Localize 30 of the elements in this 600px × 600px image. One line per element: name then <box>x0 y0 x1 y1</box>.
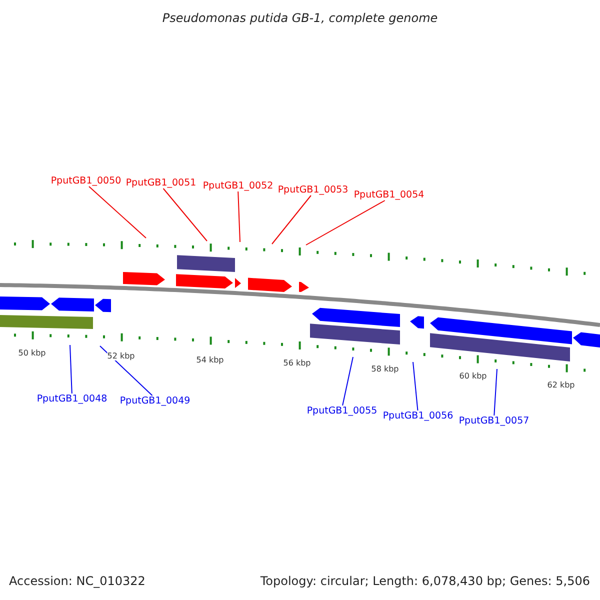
gene-label: PputGB1_0050 <box>50 176 122 186</box>
leader-line <box>342 356 354 406</box>
gene-label: PputGB1_0052 <box>202 180 274 192</box>
leader-line <box>88 186 146 238</box>
leader-line <box>412 362 418 411</box>
leader-line <box>162 188 208 242</box>
leader-line <box>238 191 240 242</box>
leader-line <box>306 200 386 246</box>
gene-label: PputGB1_0048 <box>36 394 108 404</box>
gene-label: PputGB1_0053 <box>278 184 348 196</box>
leader-line <box>272 195 312 244</box>
scale-label: 54 kbp <box>196 356 224 364</box>
gene-label: PputGB1_0051 <box>126 178 196 188</box>
scale-label: 58 kbp <box>371 364 399 374</box>
leader-line <box>100 346 153 396</box>
gene-label: PputGB1_0054 <box>354 190 424 200</box>
gene-label: PputGB1_0056 <box>382 410 454 422</box>
accession-note: Accession: NC_010322 <box>9 574 146 588</box>
gene-label: PputGB1_0057 <box>458 416 530 426</box>
scale-label: 60 kbp <box>459 372 487 380</box>
scale-label: 50 kbp <box>18 348 46 358</box>
gene-label: PputGB1_0055 <box>306 406 378 416</box>
scale-label: 62 kbp <box>547 380 575 390</box>
chart-title: Pseudomonas putida GB-1, complete genome <box>162 11 438 25</box>
leader-line <box>70 344 72 394</box>
gene-label: PputGB1_0049 <box>120 396 190 406</box>
scale-label: 52 kbp <box>107 352 135 360</box>
genome-info-note: Topology: circular; Length: 6,078,430 bp; Genes: 5,506 <box>260 574 590 588</box>
scale-label: 56 kbp <box>283 358 311 368</box>
leader-line <box>494 368 498 416</box>
